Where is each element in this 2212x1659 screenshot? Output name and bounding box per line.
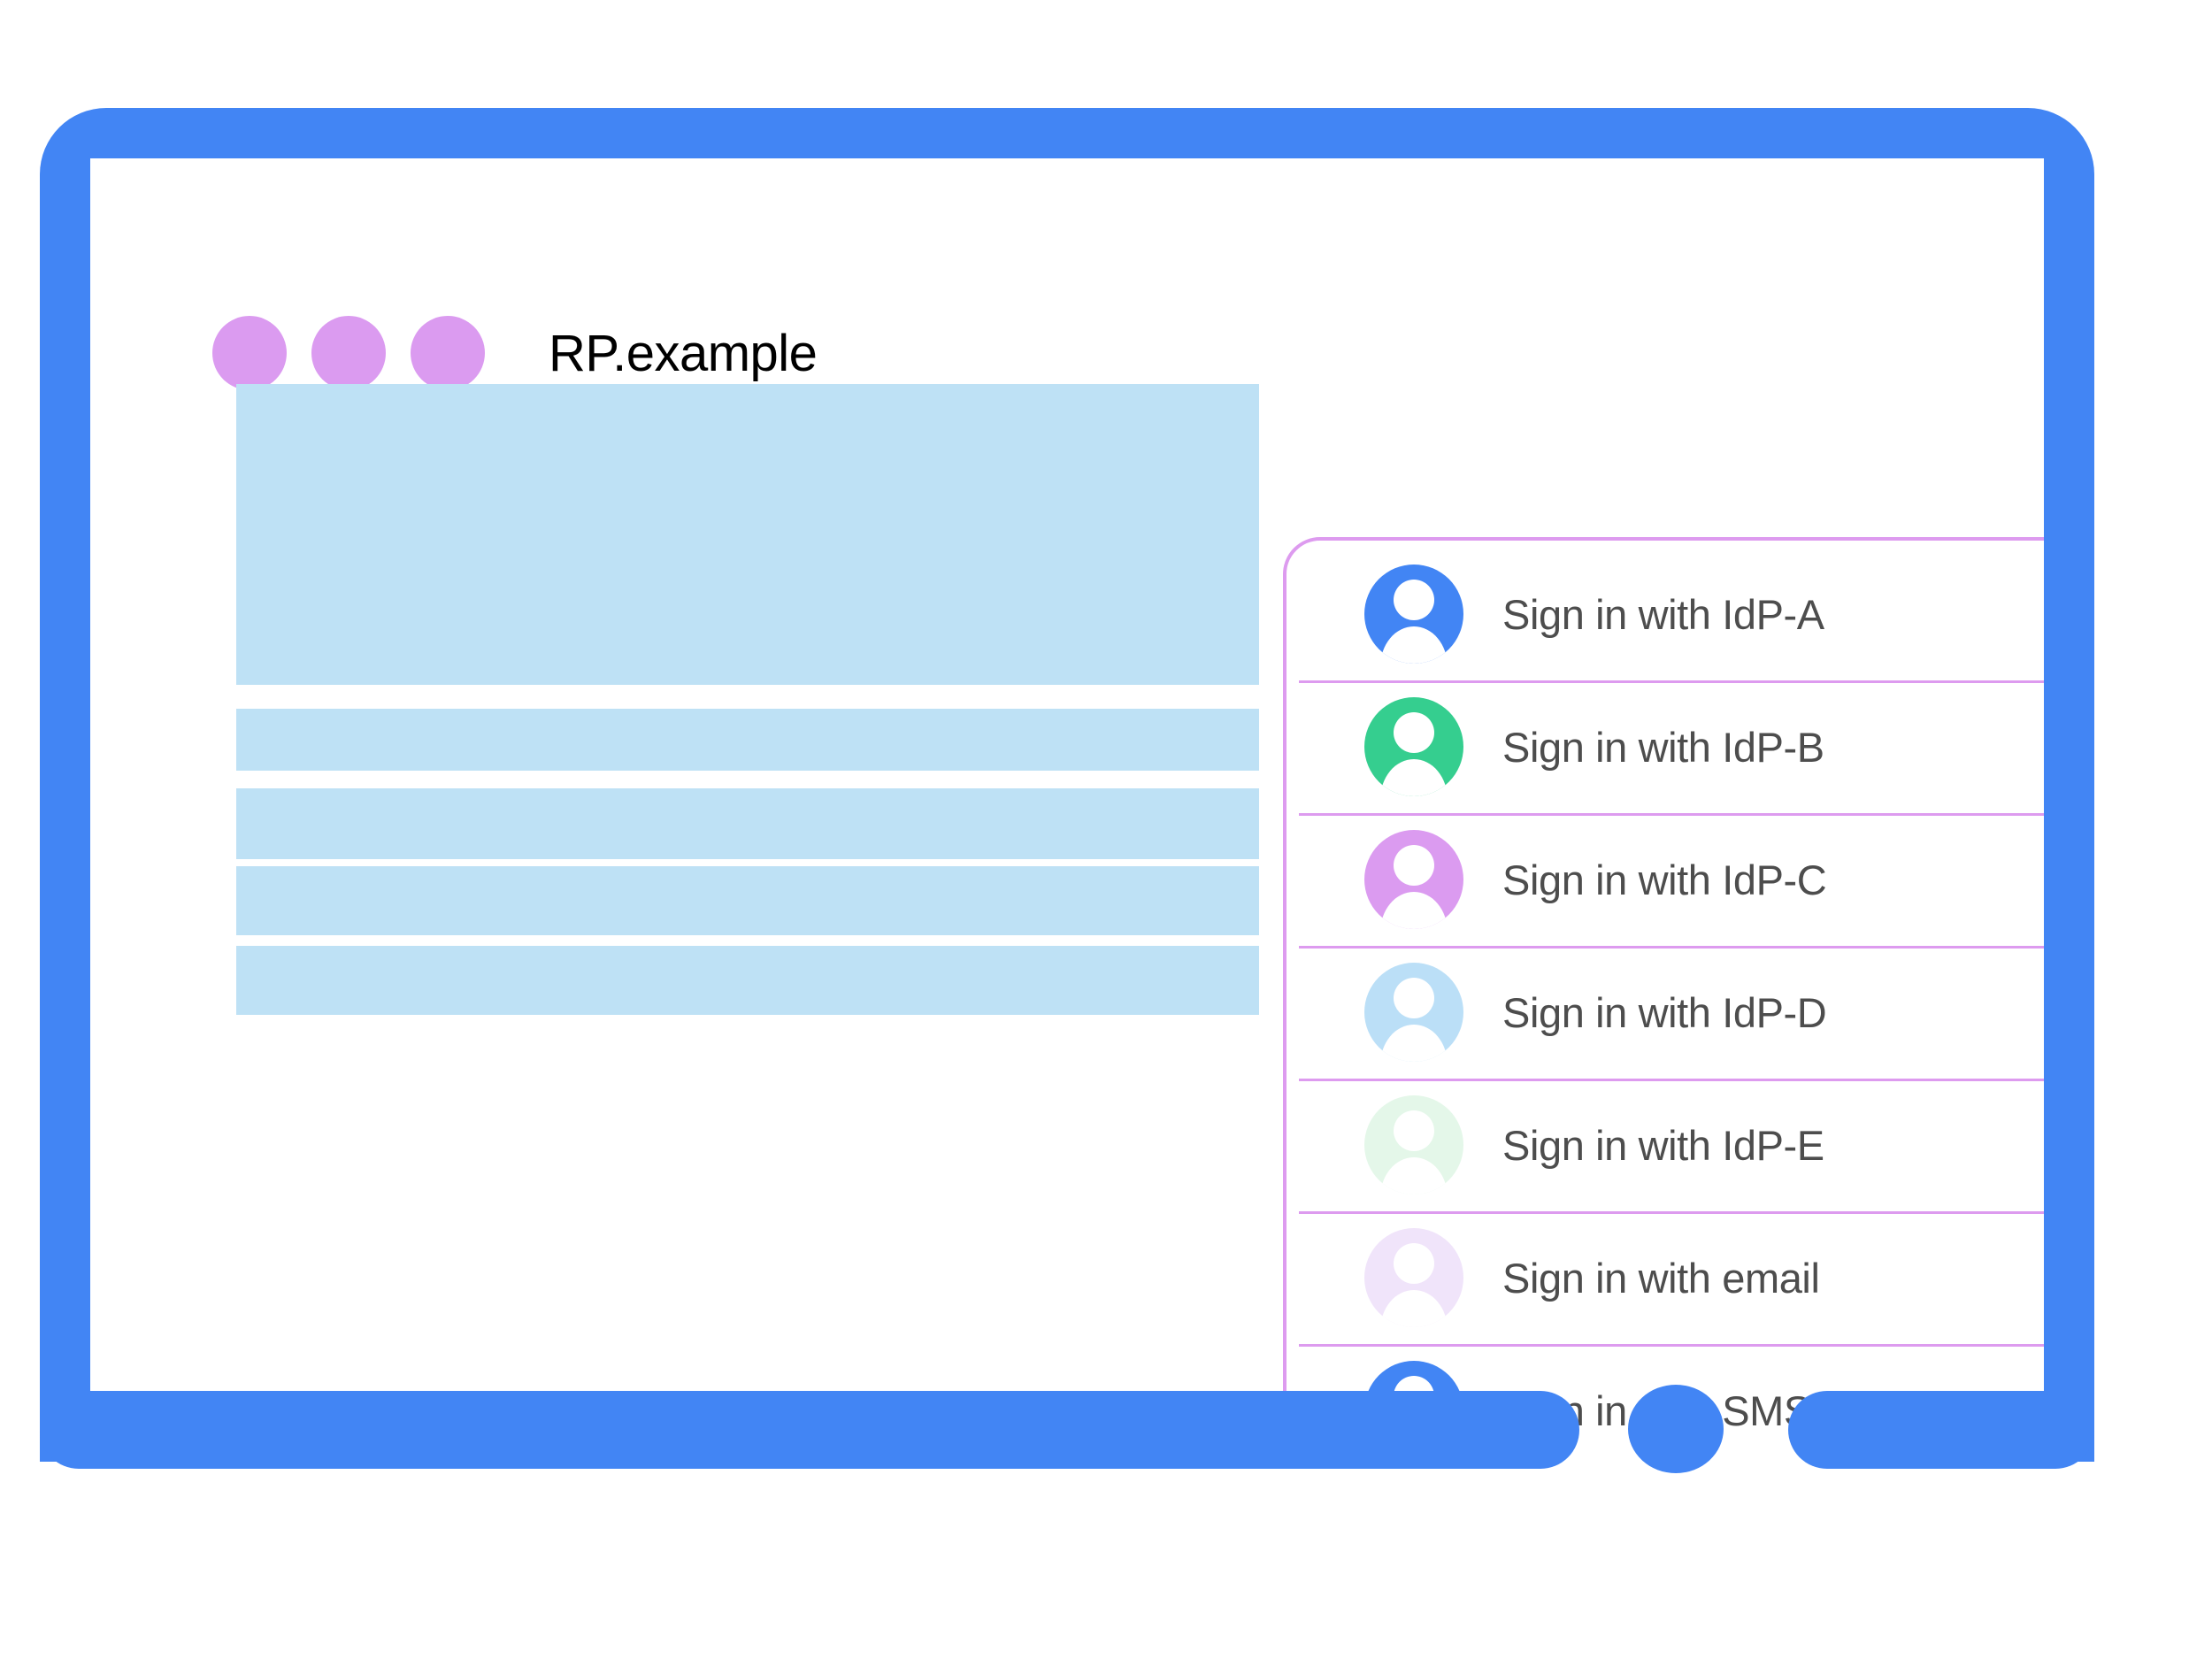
account-avatar-icon	[1364, 1228, 1463, 1327]
signin-option-label: Sign in with email	[1502, 1254, 1820, 1302]
signin-option-label: Sign in with IdP-A	[1502, 590, 1824, 638]
window-dot-2[interactable]	[311, 316, 386, 390]
signin-option-label: Sign in with IdP-B	[1502, 723, 1824, 771]
hero-placeholder	[236, 384, 1259, 685]
home-button[interactable]	[1628, 1385, 1724, 1473]
window-dot-3[interactable]	[411, 316, 485, 390]
text-line-placeholder-3	[236, 866, 1259, 935]
signin-option-row[interactable]: Sign in with IdP-B	[1286, 680, 2044, 813]
account-avatar-icon	[1364, 1095, 1463, 1194]
window-dot-1[interactable]	[212, 316, 287, 390]
signin-option-row[interactable]: Sign in with IdP-A	[1286, 548, 2044, 680]
text-line-placeholder-1	[236, 709, 1259, 771]
signin-option-row[interactable]: Sign in with IdP-C	[1286, 813, 2044, 946]
signin-option-label: Sign in with IdP-C	[1502, 856, 1827, 903]
signin-option-label: Sign in with IdP-E	[1502, 1121, 1824, 1169]
browser-chrome: RP.example	[212, 316, 818, 390]
device-bezel-bottom-left	[40, 1391, 1579, 1469]
account-avatar-icon	[1364, 697, 1463, 796]
signin-option-row[interactable]: Sign in with IdP-D	[1286, 946, 2044, 1079]
signin-option-row[interactable]: Sign in with email	[1286, 1211, 2044, 1344]
account-avatar-icon	[1364, 963, 1463, 1062]
signin-option-label: Sign in with IdP-D	[1502, 988, 1827, 1036]
text-line-placeholder-2	[236, 788, 1259, 859]
device-bezel-bottom-right	[1788, 1391, 2094, 1469]
text-line-placeholder-4	[236, 946, 1259, 1015]
account-avatar-icon	[1364, 830, 1463, 929]
site-title: RP.example	[549, 324, 818, 382]
account-chooser-dialog: Sign in with IdP-A Sign in with IdP-B Sign…	[1283, 537, 2044, 1446]
signin-option-row[interactable]: Sign in with IdP-E	[1286, 1079, 2044, 1211]
account-avatar-icon	[1364, 565, 1463, 664]
